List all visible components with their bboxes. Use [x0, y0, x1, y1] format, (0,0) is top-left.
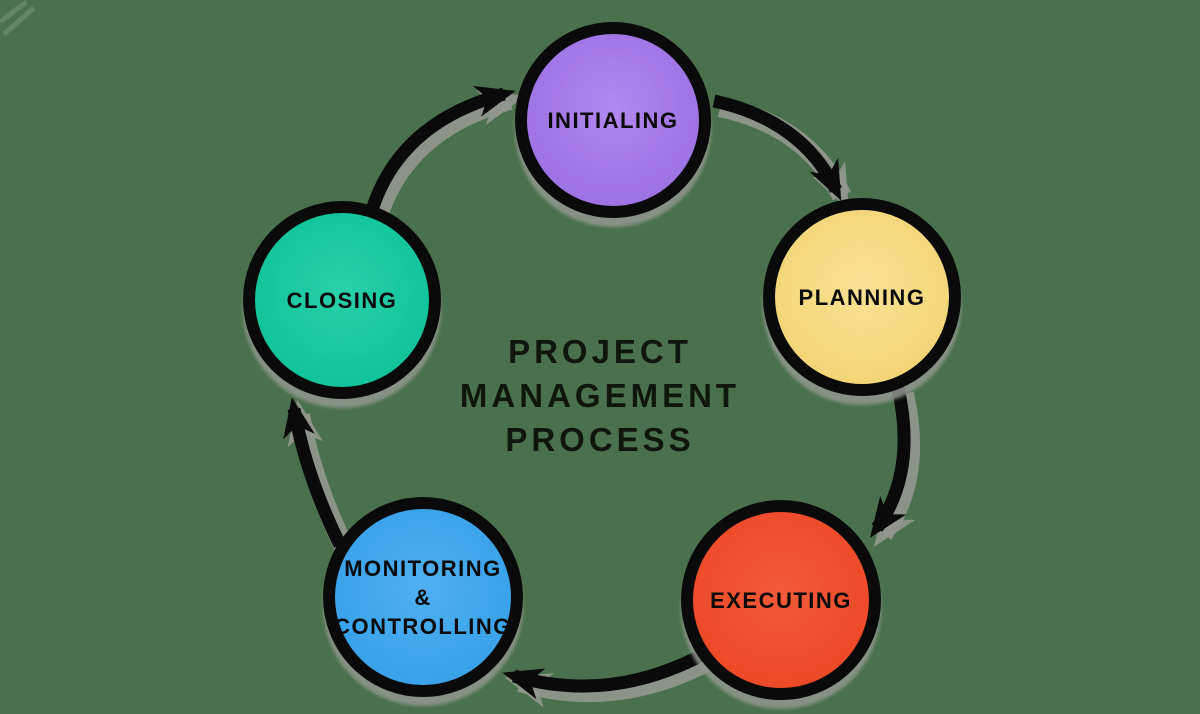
stage-executing: EXECUTING	[681, 500, 881, 700]
title-line-3: PROCESS	[505, 421, 695, 458]
title-line-1: PROJECT	[508, 333, 692, 370]
stage-executing-label: EXECUTING	[710, 587, 852, 613]
arrow-executing-to-monitoring	[502, 648, 708, 700]
arrow-initialing-to-planning	[712, 94, 842, 201]
diagram-title: PROJECT MANAGEMENT PROCESS	[380, 330, 820, 462]
monitoring-line-3: CONTROLLING	[334, 613, 512, 639]
arrow-monitoring-to-closing	[283, 397, 346, 548]
corner-artifact	[0, 0, 36, 36]
monitoring-line-1: MONITORING	[344, 555, 502, 581]
stage-initialing-label: INITIALING	[547, 107, 679, 133]
arrow-closing-to-initialing	[365, 85, 516, 213]
title-line-2: MANAGEMENT	[459, 377, 741, 414]
monitoring-line-2: &	[414, 584, 432, 610]
arrow-planning-to-executing	[870, 386, 911, 538]
stage-initialing: INITIALING	[515, 22, 711, 218]
stage-monitoring-controlling: MONITORING & CONTROLLING	[323, 497, 523, 697]
stage-planning-label: PLANNING	[798, 284, 926, 310]
stage-closing-label: CLOSING	[286, 287, 398, 313]
stage-monitoring-controlling-label: MONITORING & CONTROLLING	[334, 554, 512, 641]
